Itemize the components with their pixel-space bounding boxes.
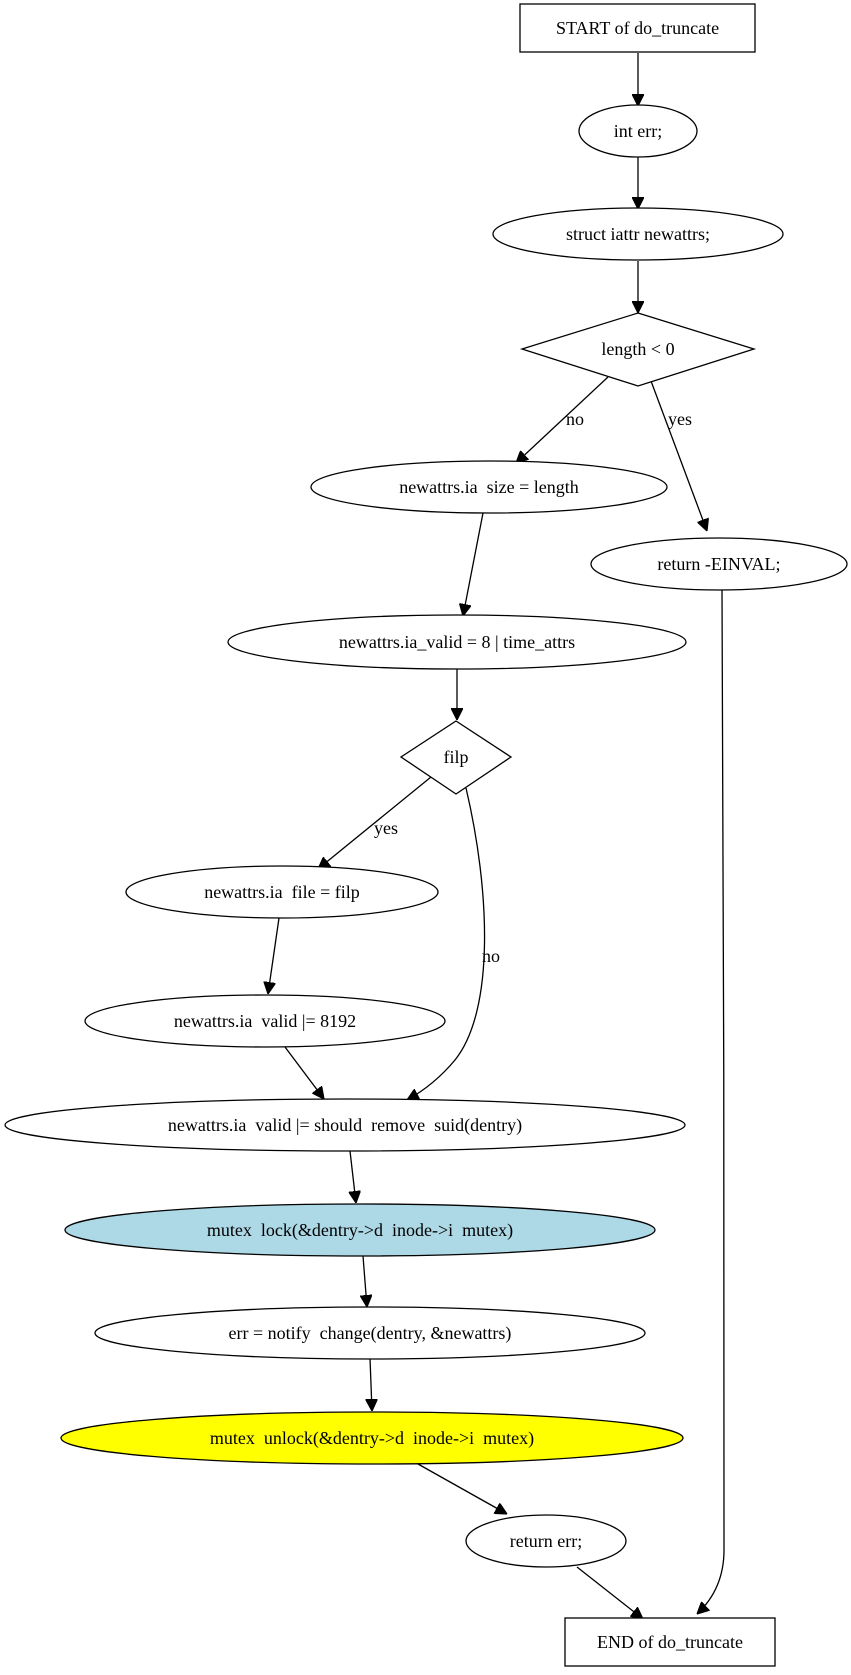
- edge-mutex-unlock-to-return-err: [417, 1463, 507, 1514]
- valid-or-8192-node: newattrs.ia valid |= 8192: [84, 994, 446, 1048]
- return-einval-ellipse: [590, 537, 848, 591]
- set-valid-label: newattrs.ia_valid = 8 | time_attrs: [339, 632, 575, 652]
- set-file-ellipse: [125, 865, 439, 919]
- edge-return-err-to-end: [576, 1566, 643, 1619]
- set-size-label: newattrs.ia size = length: [399, 477, 579, 497]
- edge-valid-suid-to-mutex-lock: [350, 1150, 356, 1203]
- set-valid-node: newattrs.ia_valid = 8 | time_attrs: [227, 614, 687, 670]
- valid-or-8192-ellipse: [84, 994, 446, 1048]
- edge-set-file-to-valid-8192: [268, 917, 280, 994]
- filp-check-node: filp: [399, 720, 513, 795]
- edge-length-yes: [650, 380, 707, 531]
- valid-or-suid-label: newattrs.ia valid |= should remove suid(…: [168, 1115, 522, 1136]
- edge-valid-8192-to-valid-suid: [284, 1046, 324, 1099]
- end-box: [564, 1617, 776, 1667]
- edge-einval-to-end: [697, 589, 725, 1614]
- valid-or-8192-label: newattrs.ia valid |= 8192: [174, 1011, 356, 1031]
- start-node: START of do_truncate: [519, 3, 756, 53]
- int-err-ellipse: [578, 104, 698, 158]
- notify-change-label: err = notify change(dentry, &newattrs): [229, 1323, 512, 1344]
- length-check-node: length < 0: [519, 312, 757, 387]
- set-file-node: newattrs.ia file = filp: [125, 865, 439, 919]
- valid-or-suid-node: newattrs.ia valid |= should remove suid(…: [4, 1098, 686, 1152]
- set-file-label: newattrs.ia file = filp: [204, 882, 360, 902]
- mutex-unlock-node: mutex unlock(&dentry->d inode->i mutex): [60, 1411, 684, 1465]
- filp-check-diamond: [399, 720, 513, 795]
- set-size-ellipse: [310, 460, 668, 514]
- notify-change-node: err = notify change(dentry, &newattrs): [94, 1306, 646, 1360]
- length-check-label: length < 0: [601, 339, 674, 359]
- start-label: START of do_truncate: [556, 18, 719, 38]
- return-err-ellipse: [465, 1514, 627, 1568]
- edge-label-length-no: no: [566, 409, 584, 429]
- return-err-node: return err;: [465, 1514, 627, 1568]
- edge-filp-no: [407, 787, 486, 1100]
- notify-change-ellipse: [94, 1306, 646, 1360]
- edge-set-size-to-set-valid: [463, 512, 484, 616]
- edge-label-filp-no: no: [482, 946, 500, 966]
- mutex-lock-ellipse: [64, 1203, 656, 1257]
- return-err-label: return err;: [510, 1531, 582, 1551]
- mutex-unlock-label: mutex unlock(&dentry->d inode->i mutex): [210, 1428, 534, 1449]
- edge-filp-yes: [318, 776, 432, 869]
- edge-label-length-yes: yes: [668, 409, 692, 429]
- end-label: END of do_truncate: [597, 1632, 743, 1652]
- end-node: END of do_truncate: [564, 1617, 776, 1667]
- return-einval-label: return -EINVAL;: [657, 554, 780, 574]
- filp-check-label: filp: [444, 747, 469, 767]
- set-valid-ellipse: [227, 614, 687, 670]
- struct-iattr-label: struct iattr newattrs;: [566, 224, 710, 244]
- struct-iattr-node: struct iattr newattrs;: [492, 207, 784, 261]
- struct-iattr-ellipse: [492, 207, 784, 261]
- edge-label-filp-yes: yes: [374, 818, 398, 838]
- mutex-lock-label: mutex lock(&dentry->d inode->i mutex): [207, 1220, 513, 1241]
- int-err-label: int err;: [614, 121, 662, 141]
- mutex-unlock-ellipse: [60, 1411, 684, 1465]
- int-err-node: int err;: [578, 104, 698, 158]
- valid-or-suid-ellipse: [4, 1098, 686, 1152]
- nodes: START of do_truncate int err; struct iat…: [4, 3, 848, 1667]
- length-check-diamond: [519, 312, 757, 387]
- edge-length-no: [516, 376, 609, 463]
- start-box: [519, 3, 756, 53]
- edges: [268, 53, 725, 1619]
- return-einval-node: return -EINVAL;: [590, 537, 848, 591]
- edge-labels: no yes yes no: [374, 409, 692, 966]
- mutex-lock-node: mutex lock(&dentry->d inode->i mutex): [64, 1203, 656, 1257]
- set-size-node: newattrs.ia size = length: [310, 460, 668, 514]
- edge-mutex-lock-to-notify-change: [363, 1255, 367, 1307]
- edge-notify-change-to-mutex-unlock: [370, 1357, 372, 1411]
